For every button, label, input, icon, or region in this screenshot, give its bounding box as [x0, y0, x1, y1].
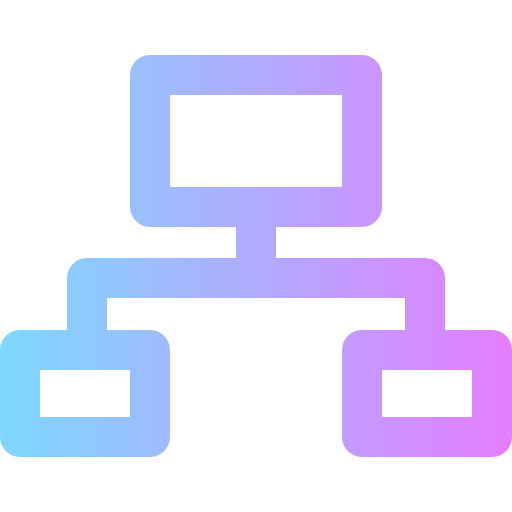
left-child-node-box: [0, 330, 170, 457]
top-node-box: [130, 55, 382, 227]
connector-stem: [236, 226, 276, 260]
right-child-node-box: [342, 330, 512, 457]
connector-branch: [67, 258, 445, 332]
